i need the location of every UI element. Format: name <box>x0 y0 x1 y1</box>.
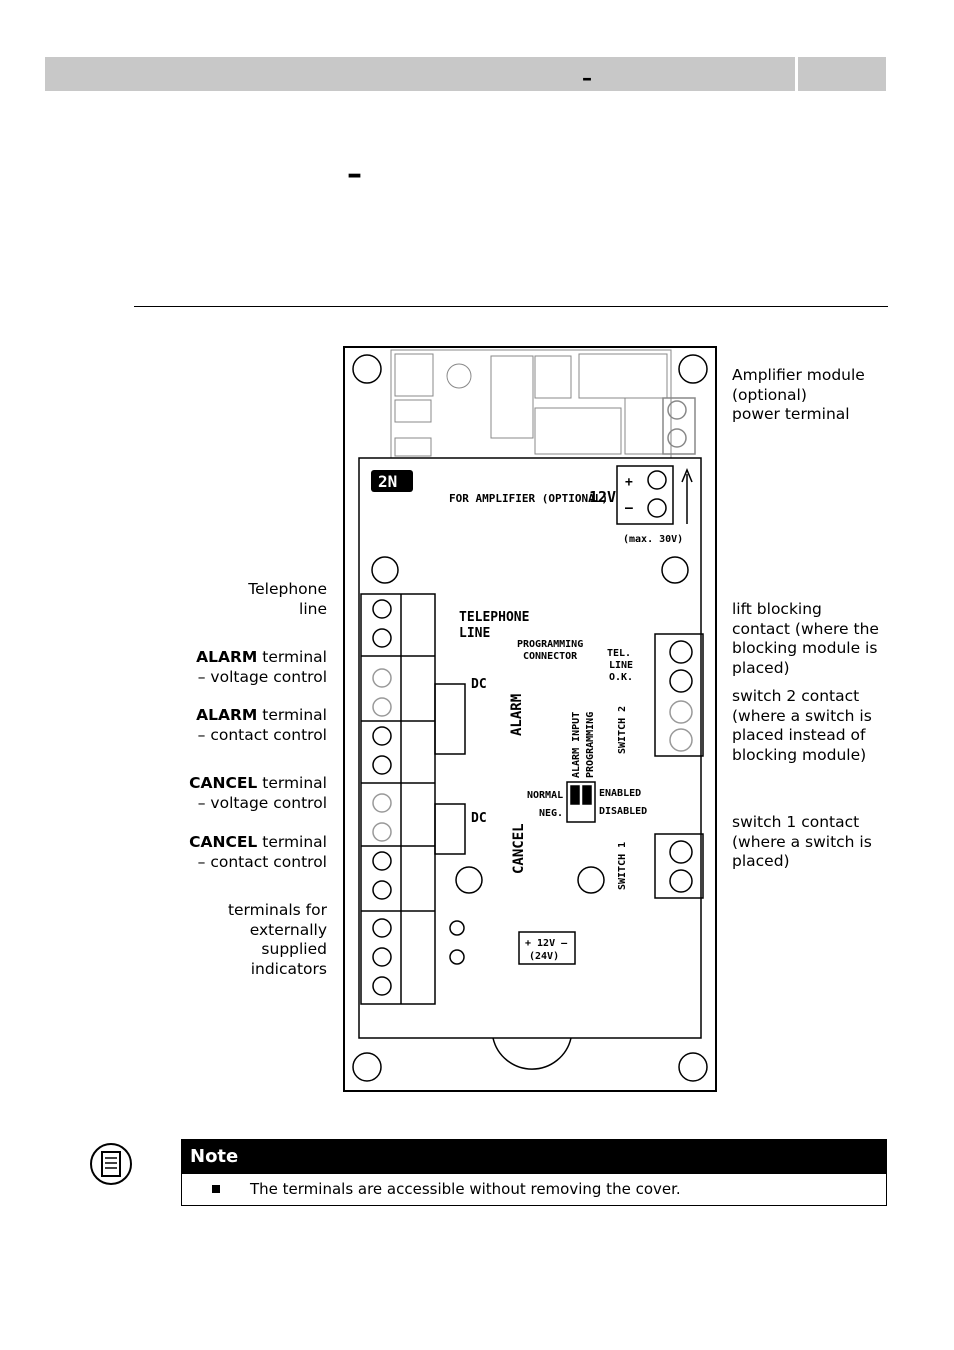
svg-text:SWITCH 1: SWITCH 1 <box>617 842 628 890</box>
svg-text:CONNECTOR: CONNECTOR <box>523 651 578 662</box>
header-dash: – <box>582 66 592 90</box>
note-bullet <box>212 1185 220 1193</box>
note-box: Note The terminals are accessible withou… <box>181 1139 887 1206</box>
note-title: Note <box>182 1140 886 1174</box>
section-rule <box>134 306 888 307</box>
svg-text:CANCEL: CANCEL <box>511 823 527 874</box>
svg-text:DISABLED: DISABLED <box>599 806 647 817</box>
label-alarm-voltage: ALARM terminal – voltage control <box>196 648 327 686</box>
svg-text:NEG.: NEG. <box>539 808 563 819</box>
svg-text:TEL.: TEL. <box>607 648 631 659</box>
svg-text:TELEPHONE: TELEPHONE <box>459 610 529 625</box>
svg-text:DC: DC <box>471 677 487 692</box>
svg-text:SWITCH 2: SWITCH 2 <box>617 706 628 754</box>
board-amp-text: FOR AMPLIFIER (OPTIONAL) <box>449 492 608 505</box>
svg-text:ALARM INPUT: ALARM INPUT <box>571 712 582 778</box>
svg-text:PROGRAMMING: PROGRAMMING <box>517 639 583 650</box>
board-diagram: 2N FOR AMPLIFIER (OPTIONAL) 12V + – (max… <box>343 346 717 1092</box>
label-switch2: switch 2 contact(where a switch is place… <box>732 687 872 764</box>
svg-text:ALARM: ALARM <box>509 694 525 736</box>
label-cancel-voltage: CANCEL terminal – voltage control <box>189 774 327 812</box>
svg-text:NORMAL: NORMAL <box>527 790 563 801</box>
svg-text:+ 12V –: + 12V – <box>525 938 568 949</box>
label-alarm-contact: ALARM terminal – contact control <box>196 706 327 744</box>
svg-text:(24V): (24V) <box>529 951 559 962</box>
svg-text:LINE: LINE <box>609 660 633 671</box>
note-icon <box>90 1143 132 1185</box>
board-max: (max. 30V) <box>623 534 683 545</box>
header-separator <box>795 57 798 91</box>
title-dash: – <box>347 157 362 192</box>
note-item-text: The terminals are accessible without rem… <box>250 1180 681 1198</box>
svg-text:LINE: LINE <box>459 626 490 641</box>
svg-text:PROGRAMMING: PROGRAMMING <box>585 712 596 778</box>
svg-text:DC: DC <box>471 811 487 826</box>
note-item: The terminals are accessible without rem… <box>182 1174 886 1204</box>
svg-text:O.K.: O.K. <box>609 672 633 683</box>
svg-text:ENABLED: ENABLED <box>599 788 641 799</box>
page-header-bar <box>45 57 886 91</box>
board-amp-voltage: 12V <box>589 488 616 506</box>
svg-text:+: + <box>625 475 633 490</box>
label-amplifier: Amplifier module(optional)power terminal <box>732 366 865 423</box>
svg-text:–: – <box>625 501 633 516</box>
board-logo: 2N <box>378 472 397 491</box>
label-cancel-contact: CANCEL terminal – contact control <box>189 833 327 871</box>
